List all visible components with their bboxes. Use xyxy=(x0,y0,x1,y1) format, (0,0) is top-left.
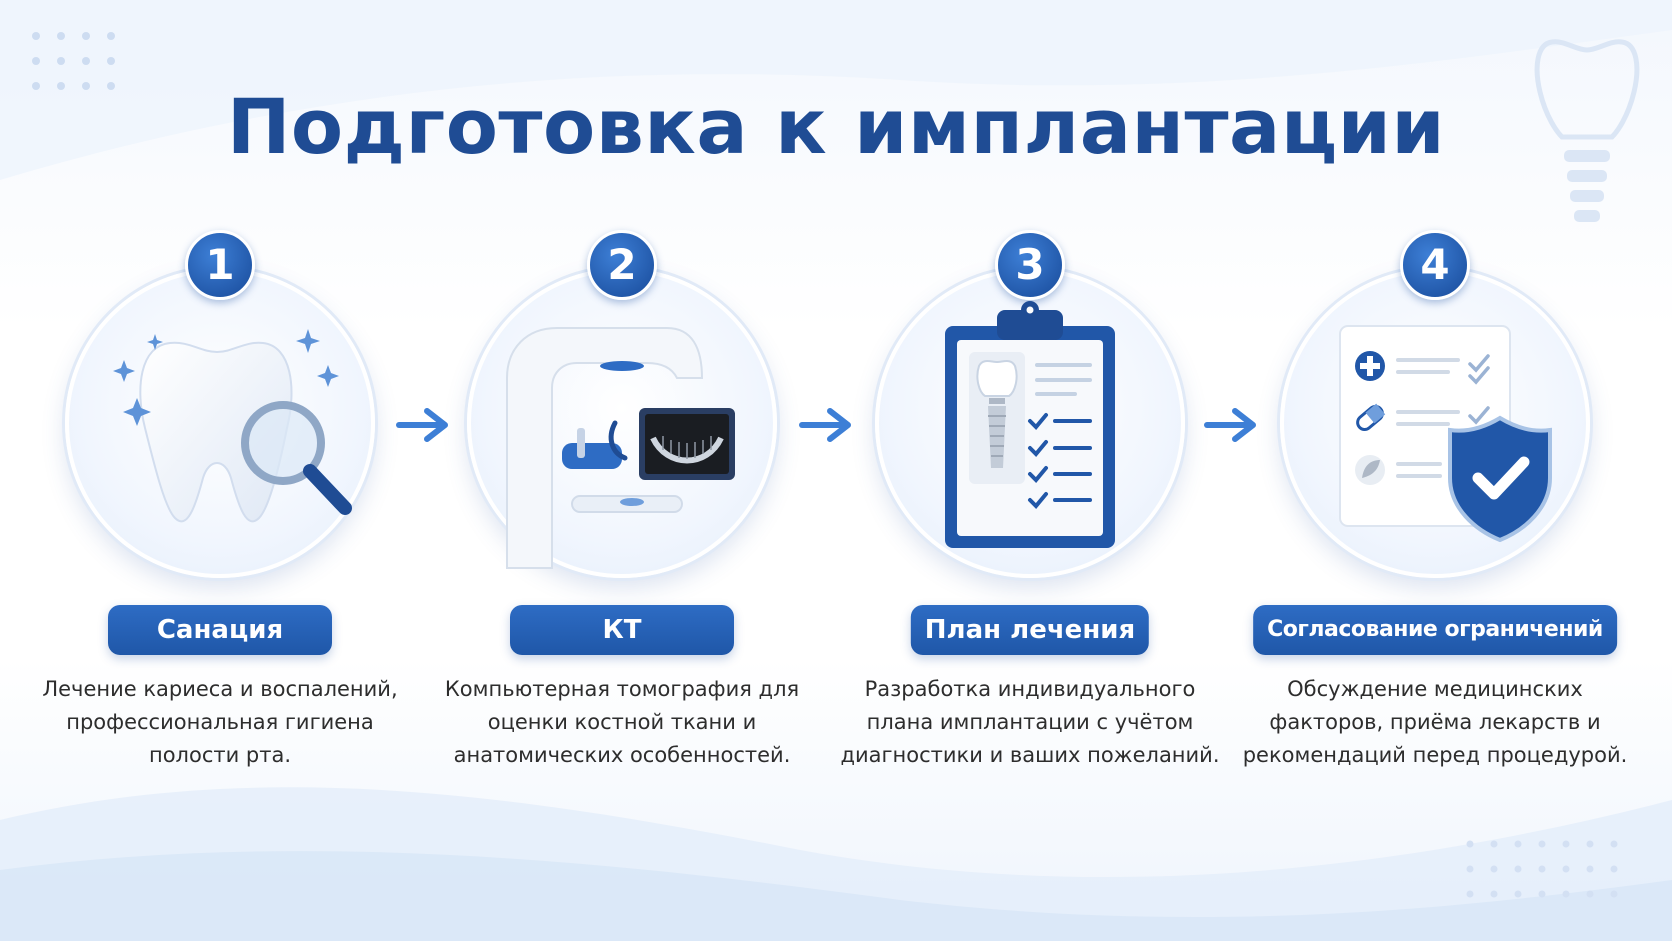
implant-outline-icon xyxy=(1534,39,1640,222)
step-1-number-badge: 1 xyxy=(185,230,255,300)
step-4-description: Обсуждение медицинских факторов, приёма … xyxy=(1242,677,1628,767)
ct-scanner-icon xyxy=(506,327,735,569)
step-3-label: План лечения xyxy=(910,605,1150,655)
arrow-right-icon xyxy=(799,408,851,442)
step-3-illustration xyxy=(875,268,1185,578)
step-3-description: Разработка индивидуального плана имплант… xyxy=(840,677,1220,767)
step-1-description: Лечение кариеса и воспалений, профессион… xyxy=(42,677,398,767)
step-2-illustration xyxy=(467,268,777,578)
step-2-number-badge: 2 xyxy=(587,230,657,300)
step-3-number-badge: 3 xyxy=(995,230,1065,300)
step-2-label: КТ xyxy=(510,605,734,655)
step-1-illustration xyxy=(65,268,375,578)
step-4-number-badge: 4 xyxy=(1400,230,1470,300)
checklist-shield-icon xyxy=(1339,325,1552,543)
step-1-label: Санация xyxy=(108,605,332,655)
decor-dots-top-left xyxy=(32,32,115,90)
step-4-illustration xyxy=(1280,268,1590,578)
arrow-right-icon xyxy=(396,408,448,442)
step-4-label: Согласование ограничений xyxy=(1253,605,1617,655)
decor-dots-bottom-right xyxy=(1466,840,1618,898)
clipboard-plan-icon xyxy=(945,301,1115,548)
tooth-magnifier-icon xyxy=(113,329,352,523)
page-title: Подготовка к имплантации xyxy=(226,82,1446,171)
step-2-description: Компьютерная томография для оценки костн… xyxy=(444,677,800,767)
arrow-right-icon xyxy=(1204,408,1256,442)
